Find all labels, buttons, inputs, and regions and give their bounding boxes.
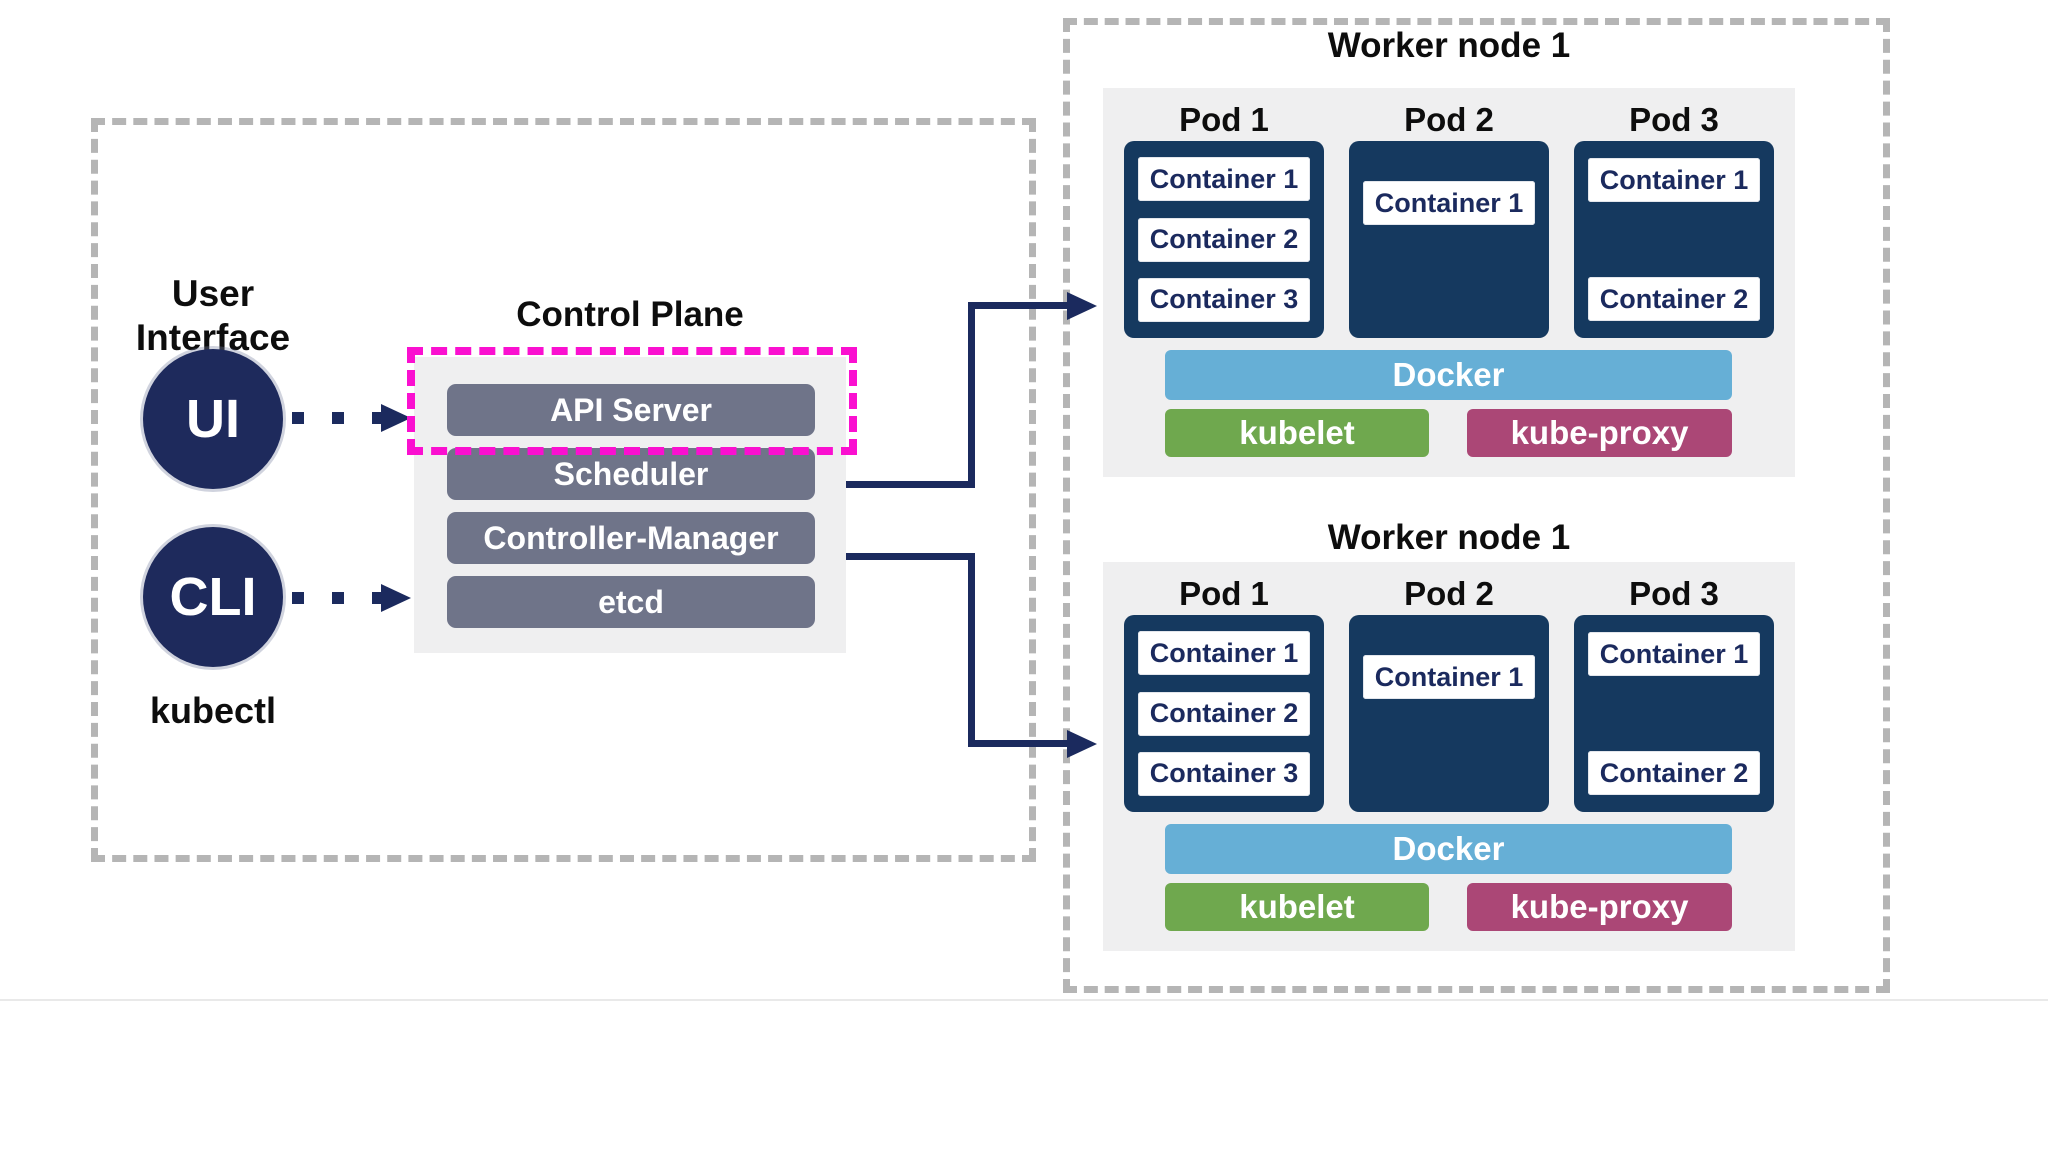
pod-2-label: Pod 2 <box>1404 574 1494 612</box>
cli-circle-label: CLI <box>169 567 257 627</box>
arrow-to-worker-1-seg-c <box>968 302 1070 309</box>
user-interface-label: User Interface <box>135 273 291 358</box>
pod-3-label: Pod 3 <box>1629 574 1719 612</box>
pod-2-box: Container 1 <box>1349 615 1549 812</box>
ui-to-api-server-arrowhead-icon <box>381 404 411 432</box>
arrow-to-worker-2-arrowhead-icon <box>1067 730 1097 758</box>
pod-2: Pod 2 Container 1 <box>1349 572 1549 812</box>
control-plane-title: Control Plane <box>516 295 744 334</box>
pod-1-box: Container 1 Container 2 Container 3 <box>1124 615 1324 812</box>
container-chip: Container 3 <box>1138 277 1310 322</box>
container-chip: Container 1 <box>1588 158 1760 203</box>
api-server-bar: API Server <box>447 384 815 436</box>
pod-1-label: Pod 1 <box>1179 574 1269 612</box>
pod-1-box: Container 1 Container 2 Container 3 <box>1124 141 1324 338</box>
worker-node-2-title: Worker node 1 <box>1327 518 1571 557</box>
pod-2-label: Pod 2 <box>1404 100 1494 138</box>
worker-node-1-panel: Pod 1 Container 1 Container 2 Container … <box>1103 88 1795 477</box>
container-chip: Container 3 <box>1138 751 1310 796</box>
ui-circle: UI <box>143 349 283 489</box>
scheduler-bar: Scheduler <box>447 448 815 500</box>
bottom-divider-line <box>0 999 2048 1001</box>
pod-2-box: Container 1 <box>1349 141 1549 338</box>
arrow-to-worker-1-arrowhead-icon <box>1067 292 1097 320</box>
control-plane-panel: API Server Scheduler Controller-Manager … <box>414 357 846 653</box>
docker-bar: Docker <box>1165 350 1732 400</box>
pod-2: Pod 2 Container 1 <box>1349 98 1549 338</box>
control-plane-boundary-box <box>91 118 1036 862</box>
pod-1: Pod 1 Container 1 Container 2 Container … <box>1124 98 1324 338</box>
pod-1: Pod 1 Container 1 Container 2 Container … <box>1124 572 1324 812</box>
pod-1-label: Pod 1 <box>1179 100 1269 138</box>
kube-proxy-badge: kube-proxy <box>1467 883 1732 931</box>
pod-3-box: Container 1 Container 2 <box>1574 615 1774 812</box>
container-chip: Container 2 <box>1588 751 1760 795</box>
container-chip: Container 1 <box>1363 655 1535 700</box>
kubectl-label: kubectl <box>149 690 277 731</box>
cli-to-control-plane-arrowhead-icon <box>381 584 411 612</box>
worker-nodes-boundary-box <box>1063 18 1890 993</box>
container-chip: Container 1 <box>1363 181 1535 226</box>
ui-circle-label: UI <box>186 389 240 449</box>
cli-circle: CLI <box>143 527 283 667</box>
kubelet-badge: kubelet <box>1165 409 1429 457</box>
etcd-bar: etcd <box>447 576 815 628</box>
worker-node-1-title: Worker node 1 <box>1327 26 1571 65</box>
kube-proxy-badge: kube-proxy <box>1467 409 1732 457</box>
pod-3: Pod 3 Container 1 Container 2 <box>1574 98 1774 338</box>
ui-to-api-server-arrow-line <box>292 412 382 424</box>
pod-3-box: Container 1 Container 2 <box>1574 141 1774 338</box>
cli-to-control-plane-arrow-line <box>292 592 382 604</box>
container-chip: Container 1 <box>1588 632 1760 677</box>
arrow-to-worker-1-seg-b <box>968 302 975 488</box>
worker-node-1-pods-row: Pod 1 Container 1 Container 2 Container … <box>1103 98 1795 338</box>
arrow-to-worker-2-seg-c <box>968 740 1070 747</box>
pod-3: Pod 3 Container 1 Container 2 <box>1574 572 1774 812</box>
pod-3-label: Pod 3 <box>1629 100 1719 138</box>
kubelet-badge: kubelet <box>1165 883 1429 931</box>
controller-manager-bar: Controller-Manager <box>447 512 815 564</box>
arrow-to-worker-1-seg-a <box>846 481 975 488</box>
container-chip: Container 2 <box>1138 217 1310 262</box>
docker-bar: Docker <box>1165 824 1732 874</box>
api-server-highlight-box <box>407 347 857 455</box>
arrow-to-worker-2-seg-a <box>846 553 975 560</box>
worker-node-2-panel: Pod 1 Container 1 Container 2 Container … <box>1103 562 1795 951</box>
container-chip: Container 1 <box>1138 157 1310 202</box>
container-chip: Container 2 <box>1138 691 1310 736</box>
worker-node-2-pods-row: Pod 1 Container 1 Container 2 Container … <box>1103 572 1795 812</box>
container-chip: Container 1 <box>1138 631 1310 676</box>
arrow-to-worker-2-seg-b <box>968 553 975 747</box>
container-chip: Container 2 <box>1588 277 1760 321</box>
